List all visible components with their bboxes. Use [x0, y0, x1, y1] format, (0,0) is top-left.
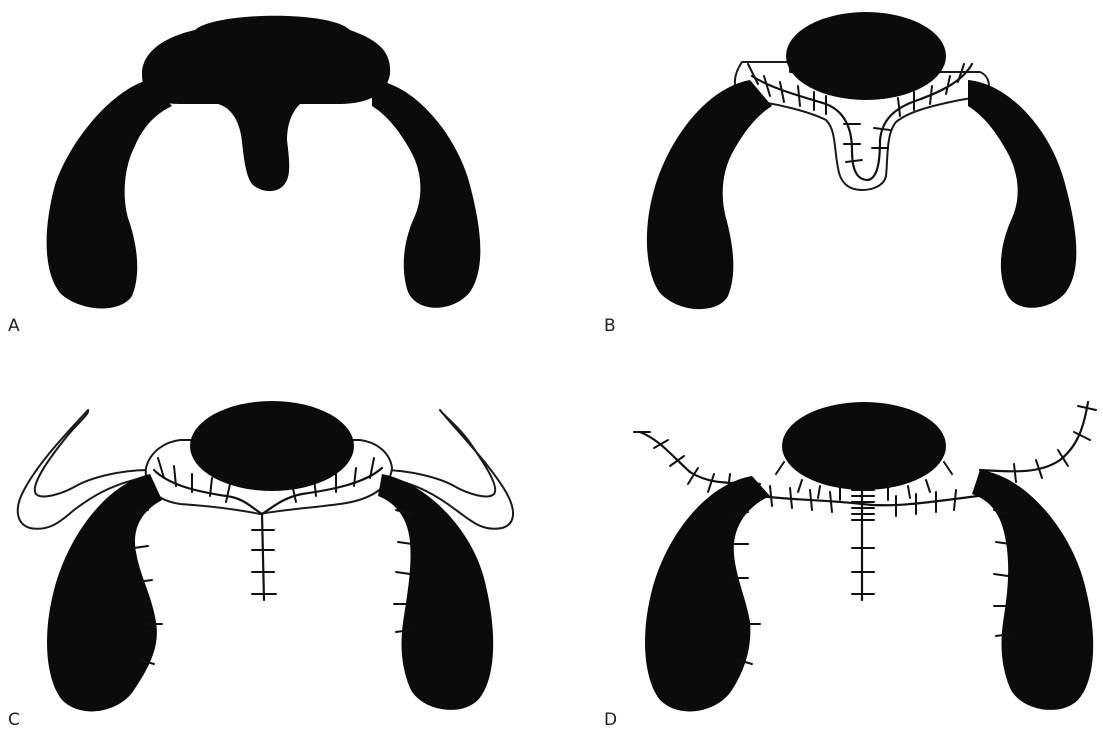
- panel-c-central-tissue: [190, 401, 354, 491]
- panel-d-left-outer-suture: [640, 432, 760, 484]
- panel-d-central-tissue: [782, 402, 946, 490]
- panel-b-central-tissue: [786, 12, 946, 100]
- panel-b-left-lobe: [647, 80, 772, 309]
- panel-b-right-lobe: [968, 80, 1076, 308]
- panel-label-a: A: [8, 316, 20, 336]
- panel-label-b: B: [604, 316, 616, 336]
- panel-label-c: C: [8, 710, 20, 730]
- panel-d: [634, 402, 1096, 711]
- panel-label-d: D: [604, 710, 617, 730]
- panel-d-right-outer-suture: [980, 402, 1088, 471]
- panel-a-left-lobe: [47, 80, 172, 308]
- panel-a: [47, 16, 481, 309]
- panel-d-horizontal-suture: [760, 496, 978, 505]
- panel-d-right-lobe: [972, 470, 1093, 710]
- panel-a-right-lobe: [372, 80, 480, 308]
- panel-d-left-outer-ticks: [634, 432, 730, 492]
- panel-c: [18, 401, 513, 711]
- panel-d-left-lobe: [645, 476, 770, 711]
- panel-a-upper-tissue: [142, 16, 390, 191]
- panel-b: [647, 12, 1076, 309]
- panel-c-midline-suture: [262, 514, 264, 600]
